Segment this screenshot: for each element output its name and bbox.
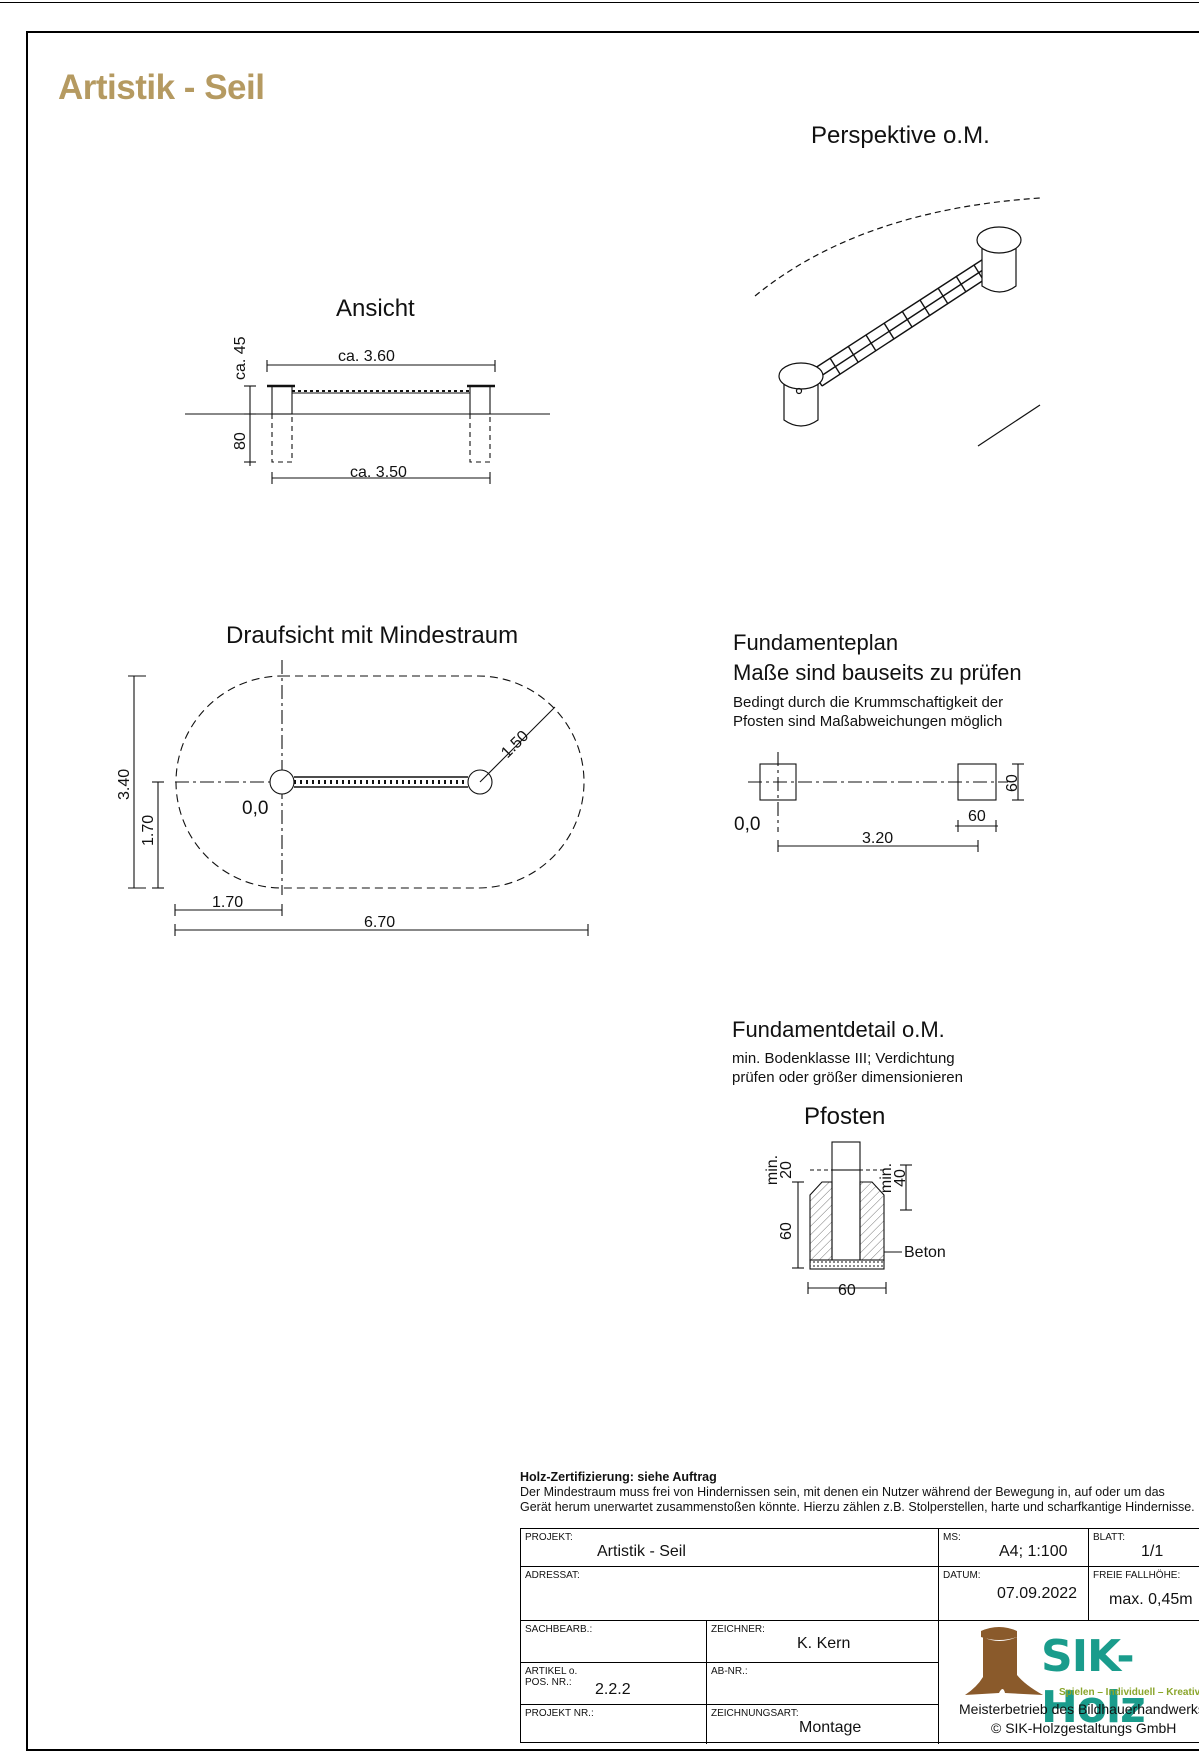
plan-dim-half-width: 1.70 (212, 894, 244, 911)
adressat-label: ADRESSAT: (525, 1570, 580, 1581)
fallhoehe-label: FREIE FALLHÖHE: (1093, 1570, 1181, 1581)
notes-block: Holz-Zertifizierung: siehe Auftrag Der M… (520, 1470, 1199, 1515)
sachbearb-label: SACHBEARB.: (525, 1624, 593, 1635)
artikel-cell: ARTIKEL o. POS. NR.: 2.2.2 (521, 1663, 707, 1705)
artikel-label-line-1: ARTIKEL o. (525, 1666, 578, 1677)
foundation-plan-dim-width: 60 (968, 808, 986, 825)
company-logo: SIK-Holz Spielen – Individuell – Kreativ… (951, 1621, 1199, 1744)
tree-stump-icon (965, 1627, 1043, 1695)
foundation-plan-title-1: Fundamenteplan (733, 630, 899, 655)
notes-line-1: Der Mindestraum muss frei von Hinderniss… (520, 1485, 1165, 1499)
elevation-dim-top: ca. 3.60 (338, 348, 395, 365)
logo-tagline: Spielen – Individuell – Kreativ (1059, 1687, 1199, 1698)
foundation-detail-title: Fundamentdetail o.M. (732, 1017, 945, 1042)
abnr-cell: AB-NR.: (707, 1663, 939, 1705)
fallhoehe-cell: FREIE FALLHÖHE: max. 0,45m (1089, 1567, 1199, 1621)
zeichnungsart-label: ZEICHNUNGSART: (711, 1708, 799, 1719)
notes-heading: Holz-Zertifizierung: siehe Auftrag (520, 1470, 717, 1484)
foundation-plan (748, 752, 1024, 852)
foundation-detail-dim-min20: min. 20 (764, 1154, 795, 1186)
datum-label: DATUM: (943, 1570, 981, 1581)
foundation-plan-origin: 0,0 (734, 814, 761, 835)
foundation-detail (792, 1141, 912, 1294)
plan-dim-total-height: 3.40 (116, 768, 133, 800)
sachbearb-cell: SACHBEARB.: (521, 1621, 707, 1663)
elevation-dim-bottom: ca. 3.50 (350, 464, 407, 481)
blatt-value: 1/1 (1141, 1543, 1164, 1560)
foundation-detail-dim-min40: min. 40 (878, 1162, 909, 1194)
elevation-dim-depth: 80 (232, 432, 249, 450)
foundation-detail-post-label: Pfosten (804, 1103, 886, 1130)
artikel-label: ARTIKEL o. POS. NR.: (525, 1666, 577, 1688)
foundation-detail-dim-depth: 60 (778, 1222, 795, 1240)
logo-brand-text: SIK-Holz (1041, 1631, 1146, 1733)
company-line-1: Meisterbetrieb des Bildhauerhandwerks (959, 1701, 1199, 1717)
foundation-plan-note-1: Bedingt durch die Krummschaftigkeit der (733, 694, 1004, 711)
zeichner-label: ZEICHNER: (711, 1624, 765, 1635)
foundation-detail-beton-label: Beton (904, 1244, 946, 1261)
plan-title: Draufsicht mit Mindestraum (226, 622, 519, 649)
foundation-plan-dim-height: 60 (1004, 774, 1021, 792)
projekt-label: PROJEKT: (525, 1532, 573, 1543)
plan-view (128, 660, 589, 936)
foundation-plan-title-2: Maße sind bauseits zu prüfen (733, 660, 1022, 685)
ms-value: A4; 1:100 (999, 1543, 1068, 1560)
zeichner-value: K. Kern (797, 1635, 851, 1652)
fallhoehe-value: max. 0,45m (1109, 1591, 1193, 1608)
foundation-detail-note-2: prüfen oder größer dimensionieren (732, 1069, 963, 1086)
projekt-cell: PROJEKT: Artistik - Seil (521, 1529, 939, 1567)
foundation-plan-note-2: Pfosten sind Maßabweichungen möglich (733, 713, 1003, 730)
title-block: PROJEKT: Artistik - Seil MS: A4; 1:100 B… (520, 1528, 1199, 1744)
perspective-view (754, 197, 1041, 447)
perspective-title: Perspektive o.M. (811, 122, 990, 149)
artikel-value: 2.2.2 (595, 1681, 631, 1698)
adressat-cell: ADRESSAT: (521, 1567, 939, 1621)
plan-dim-total-width: 6.70 (364, 914, 396, 931)
elevation-dim-height: ca. 45 (232, 336, 249, 380)
company-line-2: © SIK-Holzgestaltungs GmbH (991, 1720, 1177, 1736)
page-top-rule (0, 2, 1199, 3)
projekt-value: Artistik - Seil (597, 1543, 686, 1560)
abnr-label: AB-NR.: (711, 1666, 748, 1677)
elevation-view (185, 360, 550, 484)
drawing-title: Artistik - Seil (58, 68, 265, 107)
datum-value: 07.09.2022 (997, 1585, 1078, 1602)
blatt-cell: BLATT: 1/1 (1089, 1529, 1199, 1567)
plan-dim-half-height: 1.70 (140, 814, 157, 846)
datum-cell: DATUM: 07.09.2022 (939, 1567, 1089, 1621)
plan-origin: 0,0 (242, 798, 269, 819)
notes-line-2: Gerät herum unerwartet zusammenstoßen kö… (520, 1500, 1195, 1514)
artikel-label-line-2: POS. NR.: (525, 1677, 572, 1688)
blatt-label: BLATT: (1093, 1532, 1126, 1543)
zeichner-cell: ZEICHNER: K. Kern (707, 1621, 939, 1663)
projektnr-label: PROJEKT NR.: (525, 1708, 594, 1719)
foundation-plan-dim-distance: 3.20 (862, 830, 894, 847)
elevation-title: Ansicht (336, 295, 415, 322)
zeichnungsart-cell: ZEICHNUNGSART: Montage (707, 1705, 939, 1744)
foundation-detail-note-1: min. Bodenklasse III; Verdichtung (732, 1050, 955, 1067)
zeichnungsart-value: Montage (799, 1719, 862, 1736)
ms-cell: MS: A4; 1:100 (939, 1529, 1089, 1567)
foundation-detail-dim-width: 60 (838, 1282, 856, 1299)
projektnr-cell: PROJEKT NR.: (521, 1705, 707, 1744)
ms-label: MS: (943, 1532, 961, 1543)
